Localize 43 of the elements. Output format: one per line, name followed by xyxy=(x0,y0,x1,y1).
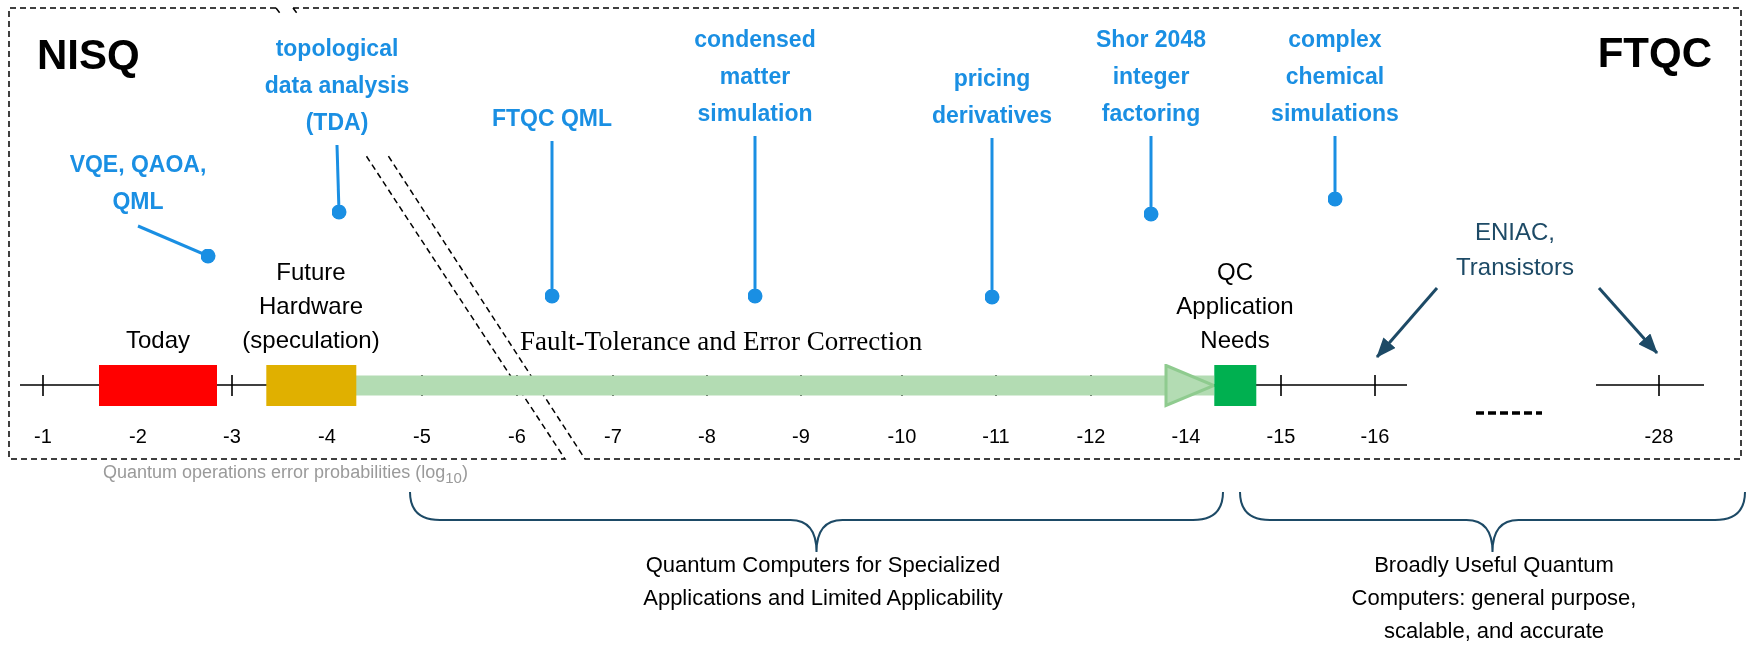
edge-label: Fault-Tolerance and Error Correction xyxy=(520,325,923,358)
tick-label: -1 xyxy=(34,424,52,448)
arrow xyxy=(1597,287,1659,354)
annotation-text: ENIAC, Transistors xyxy=(1440,214,1590,284)
leader-line xyxy=(984,138,1000,305)
application-label: topological data analysis (TDA) xyxy=(254,30,420,141)
application-label: condensed matter simulation xyxy=(680,21,830,132)
tick-label: -8 xyxy=(698,424,716,448)
leader-line xyxy=(1327,136,1343,207)
tick-label: -12 xyxy=(1076,424,1106,448)
application-label: pricing derivatives xyxy=(917,60,1067,134)
tick-label: -14 xyxy=(1171,424,1201,448)
application-label: Shor 2048 integer factoring xyxy=(1076,21,1226,132)
leader-line xyxy=(544,141,560,304)
tick-label: -9 xyxy=(792,424,810,448)
arrow xyxy=(1375,287,1439,358)
tick-label: -6 xyxy=(508,424,526,448)
tick-label: -5 xyxy=(413,424,431,448)
bracket-caption: Quantum Computers for Specialized Applications and Limited Applicability xyxy=(642,551,1004,612)
tick-label: -7 xyxy=(604,424,622,448)
bracket-caption: Broadly Useful Quantum Computers: general purpose, scalable, and accurate xyxy=(1350,551,1638,645)
application-label: complex chemical simulations xyxy=(1255,21,1415,132)
leader-line xyxy=(137,224,216,264)
application-label: FTQC QML xyxy=(462,100,642,137)
leader-line xyxy=(747,136,763,304)
tick-label: -2 xyxy=(129,424,147,448)
region-title: FTQC xyxy=(1597,28,1712,78)
axis-caption: Quantum operations error probabilities (log$_{10}$) xyxy=(103,461,468,488)
tick-label: -3 xyxy=(223,424,241,448)
region-title: NISQ xyxy=(37,30,140,80)
tick-label: -15 xyxy=(1266,424,1296,448)
tick-label: -4 xyxy=(318,424,336,448)
leader-line xyxy=(331,144,347,220)
bar-caption: QC Application Needs xyxy=(1176,257,1294,355)
bar-caption: Today xyxy=(125,325,190,355)
tick-label: -11 xyxy=(982,424,1010,448)
bar-caption: Future Hardware (speculation) xyxy=(242,257,380,355)
leader-line xyxy=(1143,136,1159,222)
tick-label: -28 xyxy=(1644,424,1674,448)
tick-label: -16 xyxy=(1360,424,1390,448)
tick-label: -10 xyxy=(887,424,917,448)
application-label: VQE, QAOA, QML xyxy=(58,146,218,220)
block-arrow xyxy=(356,364,1216,407)
